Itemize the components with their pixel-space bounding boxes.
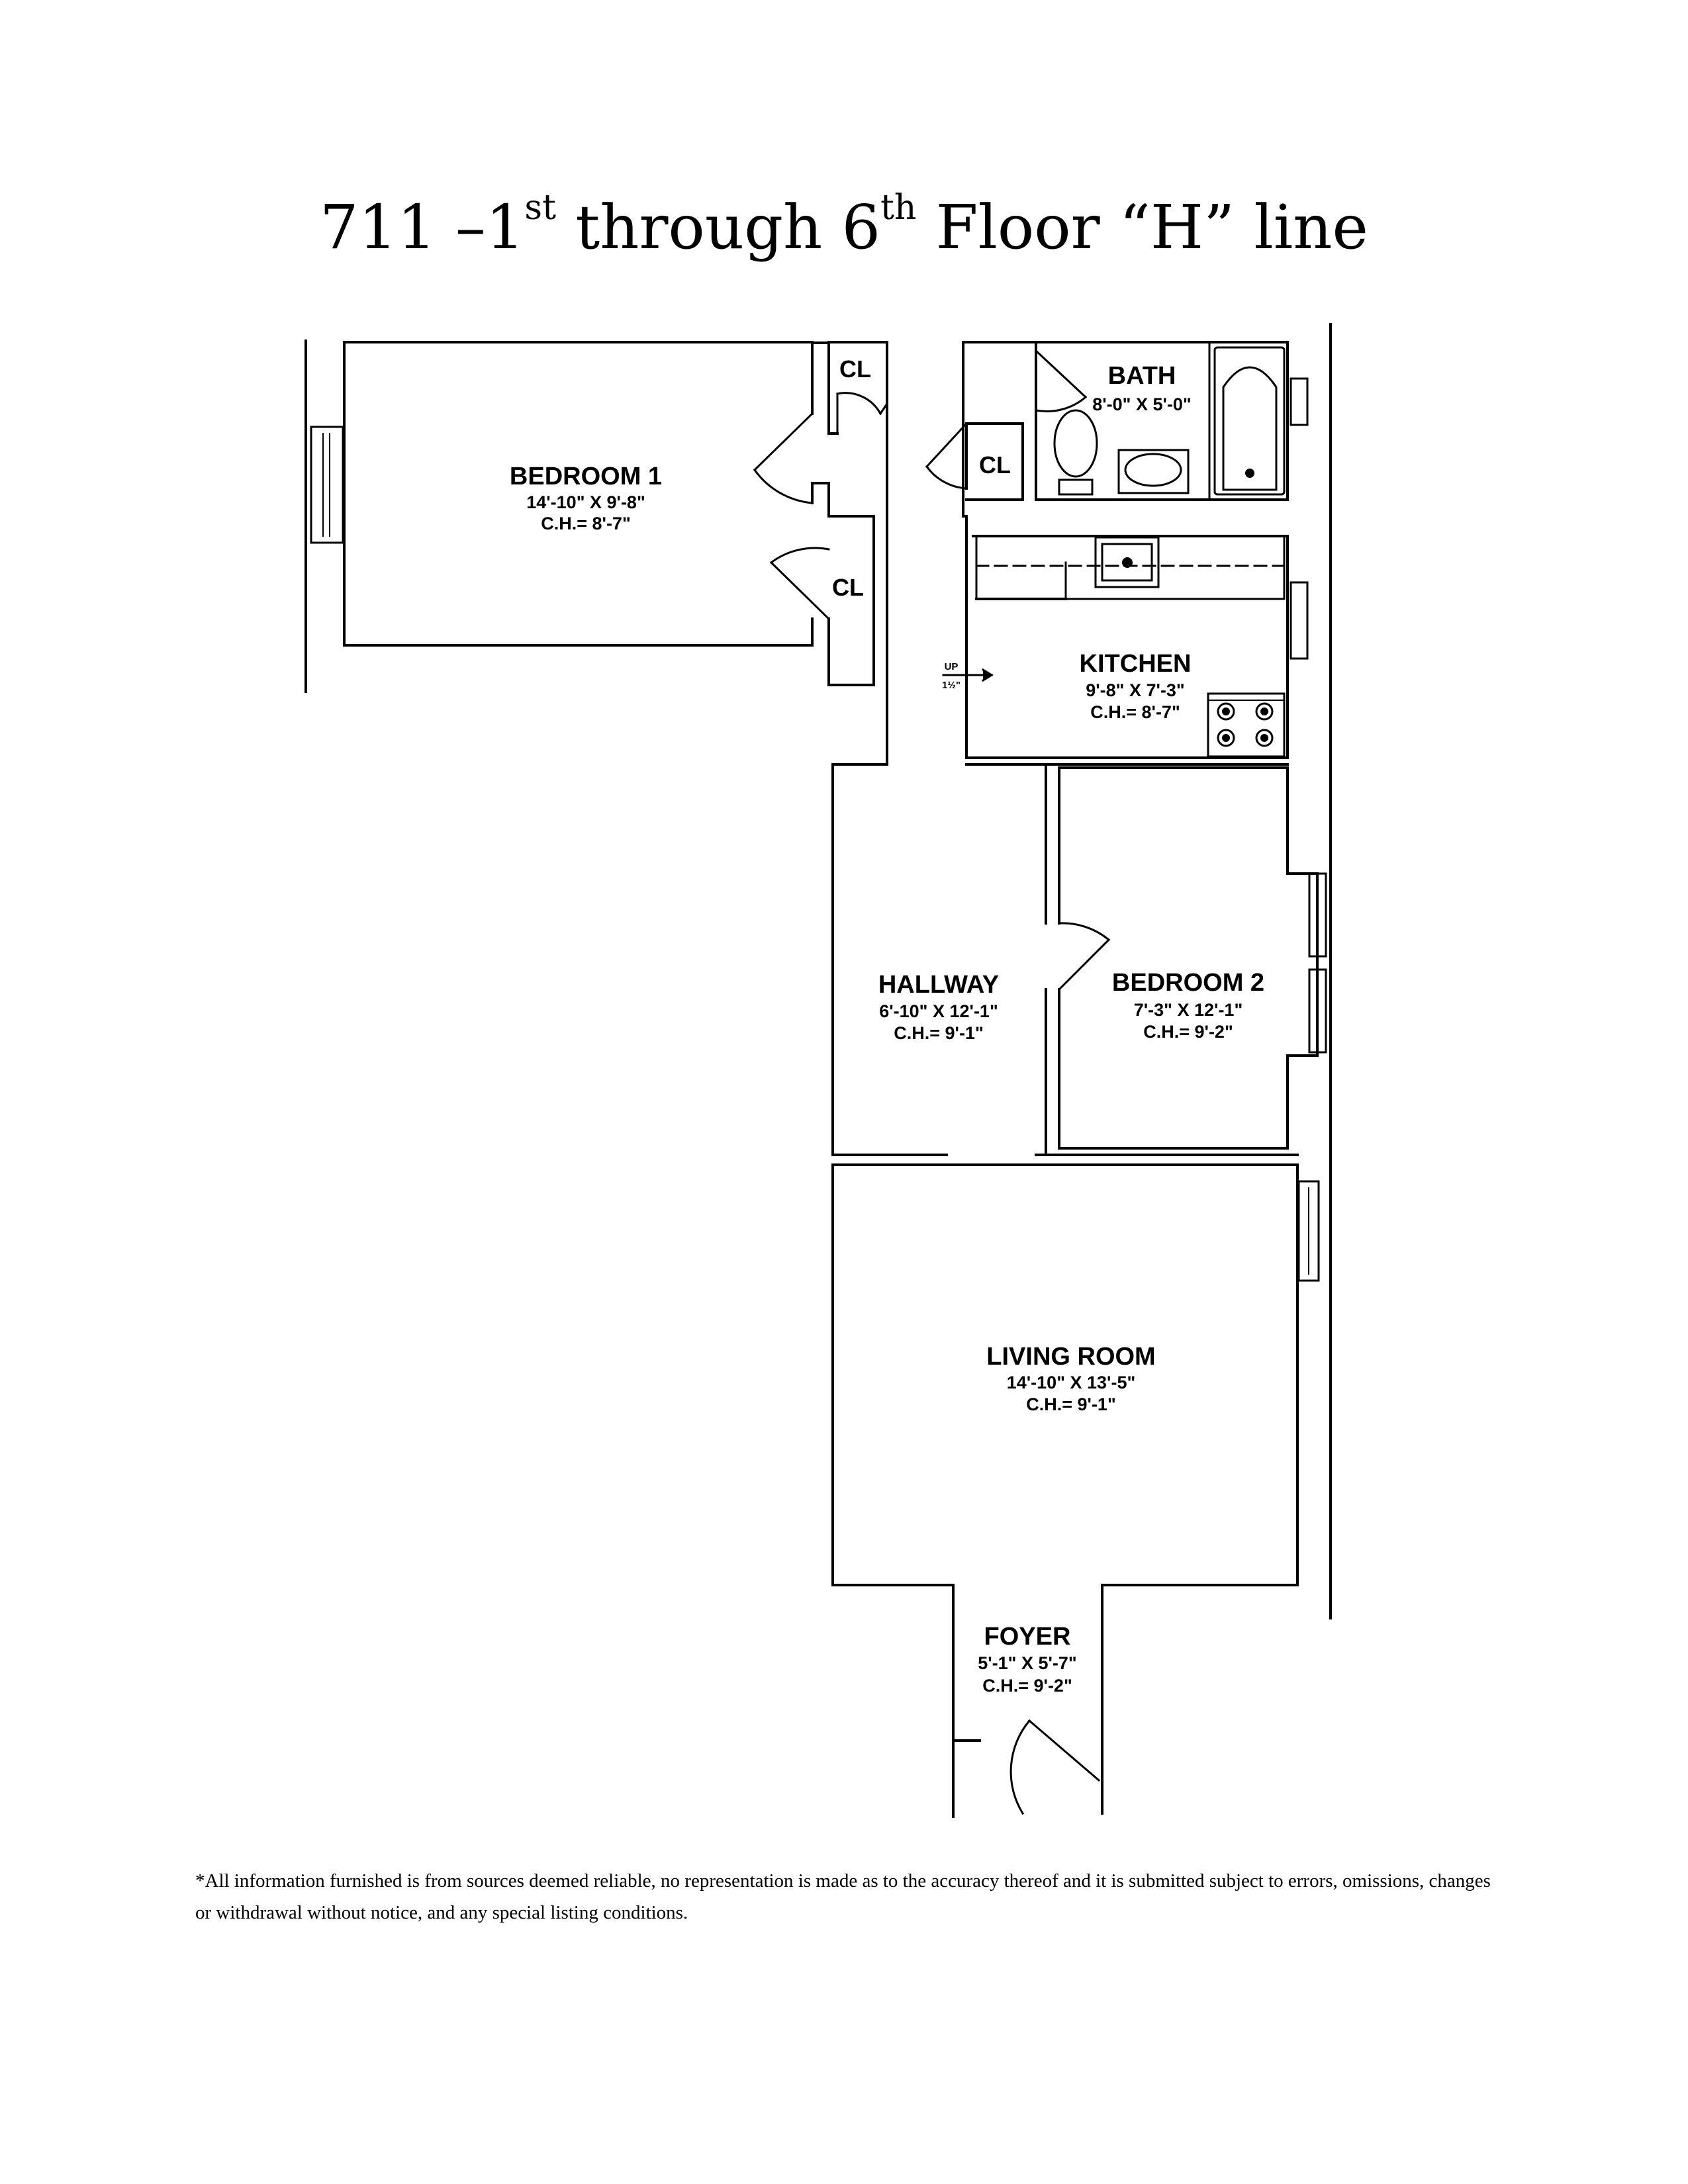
bath-walls: [962, 341, 1309, 501]
foyer-dims: 5'-1" X 5'-7": [978, 1653, 1077, 1673]
kitchen-ceiling: C.H.= 8'-7": [1090, 702, 1180, 722]
closet2-label: CL: [979, 451, 1011, 478]
bedroom2-door: [1057, 922, 1111, 991]
bedroom2-name: BEDROOM 2: [1112, 969, 1264, 997]
closet3-label: CL: [832, 574, 864, 601]
living-room-walls: [831, 1163, 1320, 1586]
step-height-label: 1½": [942, 680, 961, 691]
foyer-name: FOYER: [984, 1623, 1071, 1651]
title-sup-2: th: [880, 188, 917, 228]
bedroom2-dims: 7'-3" X 12'-1": [1134, 1000, 1243, 1020]
bedroom2-ceiling: C.H.= 9'-2": [1143, 1022, 1233, 1042]
closet3-door: [769, 547, 831, 621]
bath-door: [1034, 341, 1088, 413]
foyer-walls: [952, 1584, 1103, 1818]
foyer-ceiling: C.H.= 9'-2": [982, 1676, 1072, 1696]
kitchen-name: KITCHEN: [1080, 650, 1192, 678]
living-room-dims: 14'-10" X 13'-5": [1007, 1373, 1136, 1392]
title-middle: through 6: [555, 192, 880, 263]
foyer-door: [1009, 1719, 1101, 1815]
bath-dims: 8'-0" X 5'-0": [1092, 394, 1192, 414]
bedroom1-walls: [310, 341, 875, 686]
step-arrow: [942, 668, 994, 682]
bedroom1-name: BEDROOM 1: [510, 463, 662, 490]
kitchen-dims: 9'-8" X 7'-3": [1086, 680, 1185, 700]
page-title: 711 –1st through 6th Floor “H” line: [0, 188, 1688, 263]
bath-name: BATH: [1108, 362, 1176, 390]
title-suffix: Floor “H” line: [916, 192, 1368, 263]
bedroom1-ceiling: C.H.= 8'-7": [541, 514, 631, 533]
closet1-door: [836, 392, 889, 435]
disclaimer: *All information furnished is from sourc…: [195, 1870, 1491, 1923]
closet2-door: [925, 422, 968, 490]
hallway-walls: [831, 763, 1299, 1156]
title-sup-1: st: [524, 188, 556, 228]
bedroom1-door: [753, 412, 814, 504]
bedroom1-dims: 14'-10" X 9'-8": [526, 492, 645, 512]
hallway-name: HALLWAY: [878, 971, 999, 999]
living-room-name: LIVING ROOM: [986, 1343, 1155, 1371]
closet2-walls: [965, 422, 1024, 501]
hallway-dims: 6'-10" X 12'-1": [879, 1001, 998, 1021]
bedroom2-walls: [1058, 766, 1327, 1150]
title-prefix: 711 –1: [320, 192, 525, 263]
kitchen-walls: [965, 515, 1309, 766]
living-room-ceiling: C.H.= 9'-1": [1026, 1394, 1116, 1414]
closet1-label: CL: [839, 355, 871, 383]
corridor-wall-bottom: [831, 763, 948, 1156]
hallway-ceiling: C.H.= 9'-1": [894, 1023, 984, 1043]
step-up-label: UP: [945, 661, 959, 672]
